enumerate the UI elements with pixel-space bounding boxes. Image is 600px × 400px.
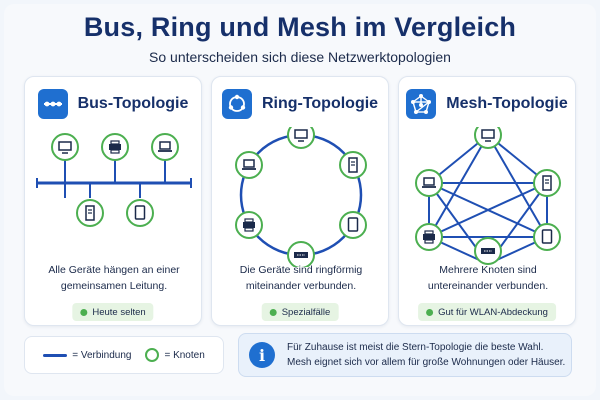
card-header: Ring-Topologie — [212, 87, 388, 121]
mesh-card: Mesh-Topologie — [398, 76, 576, 326]
node-monitor-icon — [51, 133, 79, 161]
bus-card: Bus-Topologie — [24, 76, 202, 326]
node-server-icon — [339, 151, 367, 179]
ring-diagram — [235, 127, 367, 267]
card-description: Mehrere Knoten sind untereinander verbun… — [427, 264, 549, 293]
legend-connection: = Verbindung — [43, 350, 131, 361]
page-subtitle: So unterscheiden sich diese Netzwerktopo… — [149, 49, 451, 65]
info-text: Für Zuhause ist meist die Stern-Topologi… — [287, 341, 566, 369]
status-badge: Spezialfälle — [261, 303, 339, 321]
status-dot — [80, 308, 88, 316]
card-header: Mesh-Topologie — [399, 87, 575, 121]
card-description: Alle Geräte hängen an einer gemeinsamen … — [48, 264, 180, 293]
info-icon: i — [249, 342, 275, 368]
info-box: i Für Zuhause ist meist die Stern-Topolo… — [238, 333, 572, 377]
status-dot — [269, 308, 277, 316]
status-badge: Gut für WLAN-Abdeckung — [418, 303, 556, 321]
ring-icon — [221, 89, 252, 119]
node-printer-icon — [101, 133, 129, 161]
node-switch-icon — [287, 241, 315, 267]
node-printer-icon — [415, 223, 443, 251]
node-monitor-icon — [287, 127, 315, 149]
node-monitor-icon — [474, 127, 502, 149]
node-circle-icon — [145, 348, 160, 362]
mesh-diagram — [415, 127, 561, 265]
node-server-icon — [76, 199, 104, 227]
card-title: Bus-Topologie — [77, 95, 189, 112]
legend-node: = Knoten — [145, 348, 205, 362]
node-server-icon — [533, 169, 561, 197]
card-title: Ring-Topologie — [261, 95, 379, 112]
ring-line — [239, 133, 363, 257]
status-dot — [426, 308, 434, 316]
bus-diagram — [36, 133, 192, 227]
legend: = Verbindung = Knoten — [24, 336, 224, 374]
node-tablet-icon — [126, 199, 154, 227]
mesh-icon — [406, 89, 437, 119]
card-description: Die Geräte sind ringförmig miteinander v… — [239, 264, 363, 293]
page-title: Bus, Ring und Mesh im Vergleich — [83, 12, 517, 42]
node-laptop-icon — [151, 133, 179, 161]
status-badge: Heute selten — [72, 303, 154, 321]
node-laptop-icon — [415, 169, 443, 197]
card-header: Bus-Topologie — [25, 87, 201, 121]
card-title: Mesh-Topologie — [446, 95, 568, 112]
bus-icon — [37, 89, 68, 119]
node-tablet-icon — [533, 223, 561, 251]
node-printer-icon — [235, 211, 263, 239]
node-laptop-icon — [235, 151, 263, 179]
ring-card: Ring-Topologie — [211, 76, 389, 326]
connection-line-icon — [43, 353, 68, 357]
node-tablet-icon — [339, 211, 367, 239]
node-switch-icon — [474, 237, 502, 265]
